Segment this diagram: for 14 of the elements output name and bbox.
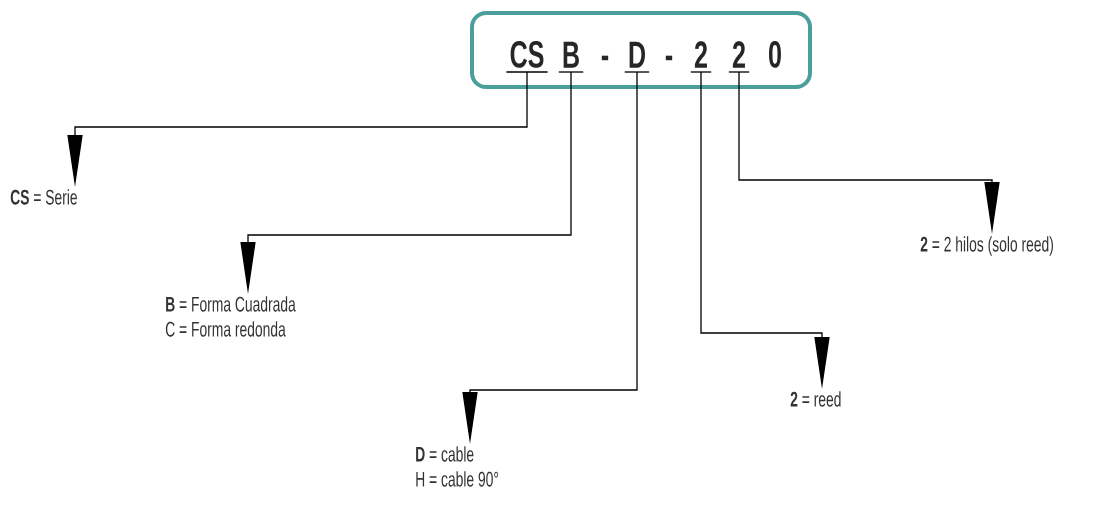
code-frame xyxy=(470,11,812,89)
option-text: 2 = reed xyxy=(790,391,841,407)
option-text: B = Forma Cuadrada C = Forma redonda xyxy=(165,296,296,337)
code-segment: 2 xyxy=(690,41,712,73)
code-segment: 2 xyxy=(728,41,750,73)
code-segment: CS xyxy=(505,40,549,73)
code-segment: D xyxy=(624,41,650,73)
option-text: 2 = 2 hilos (solo reed) xyxy=(920,236,1053,256)
option-text: D = cable H = cable 90° xyxy=(416,446,499,487)
code-character: - xyxy=(665,55,673,61)
code-segment: B xyxy=(558,41,584,73)
code-character: 0 xyxy=(769,40,781,68)
code-character: - xyxy=(601,55,609,61)
option-text: CS = Serie xyxy=(10,189,77,205)
